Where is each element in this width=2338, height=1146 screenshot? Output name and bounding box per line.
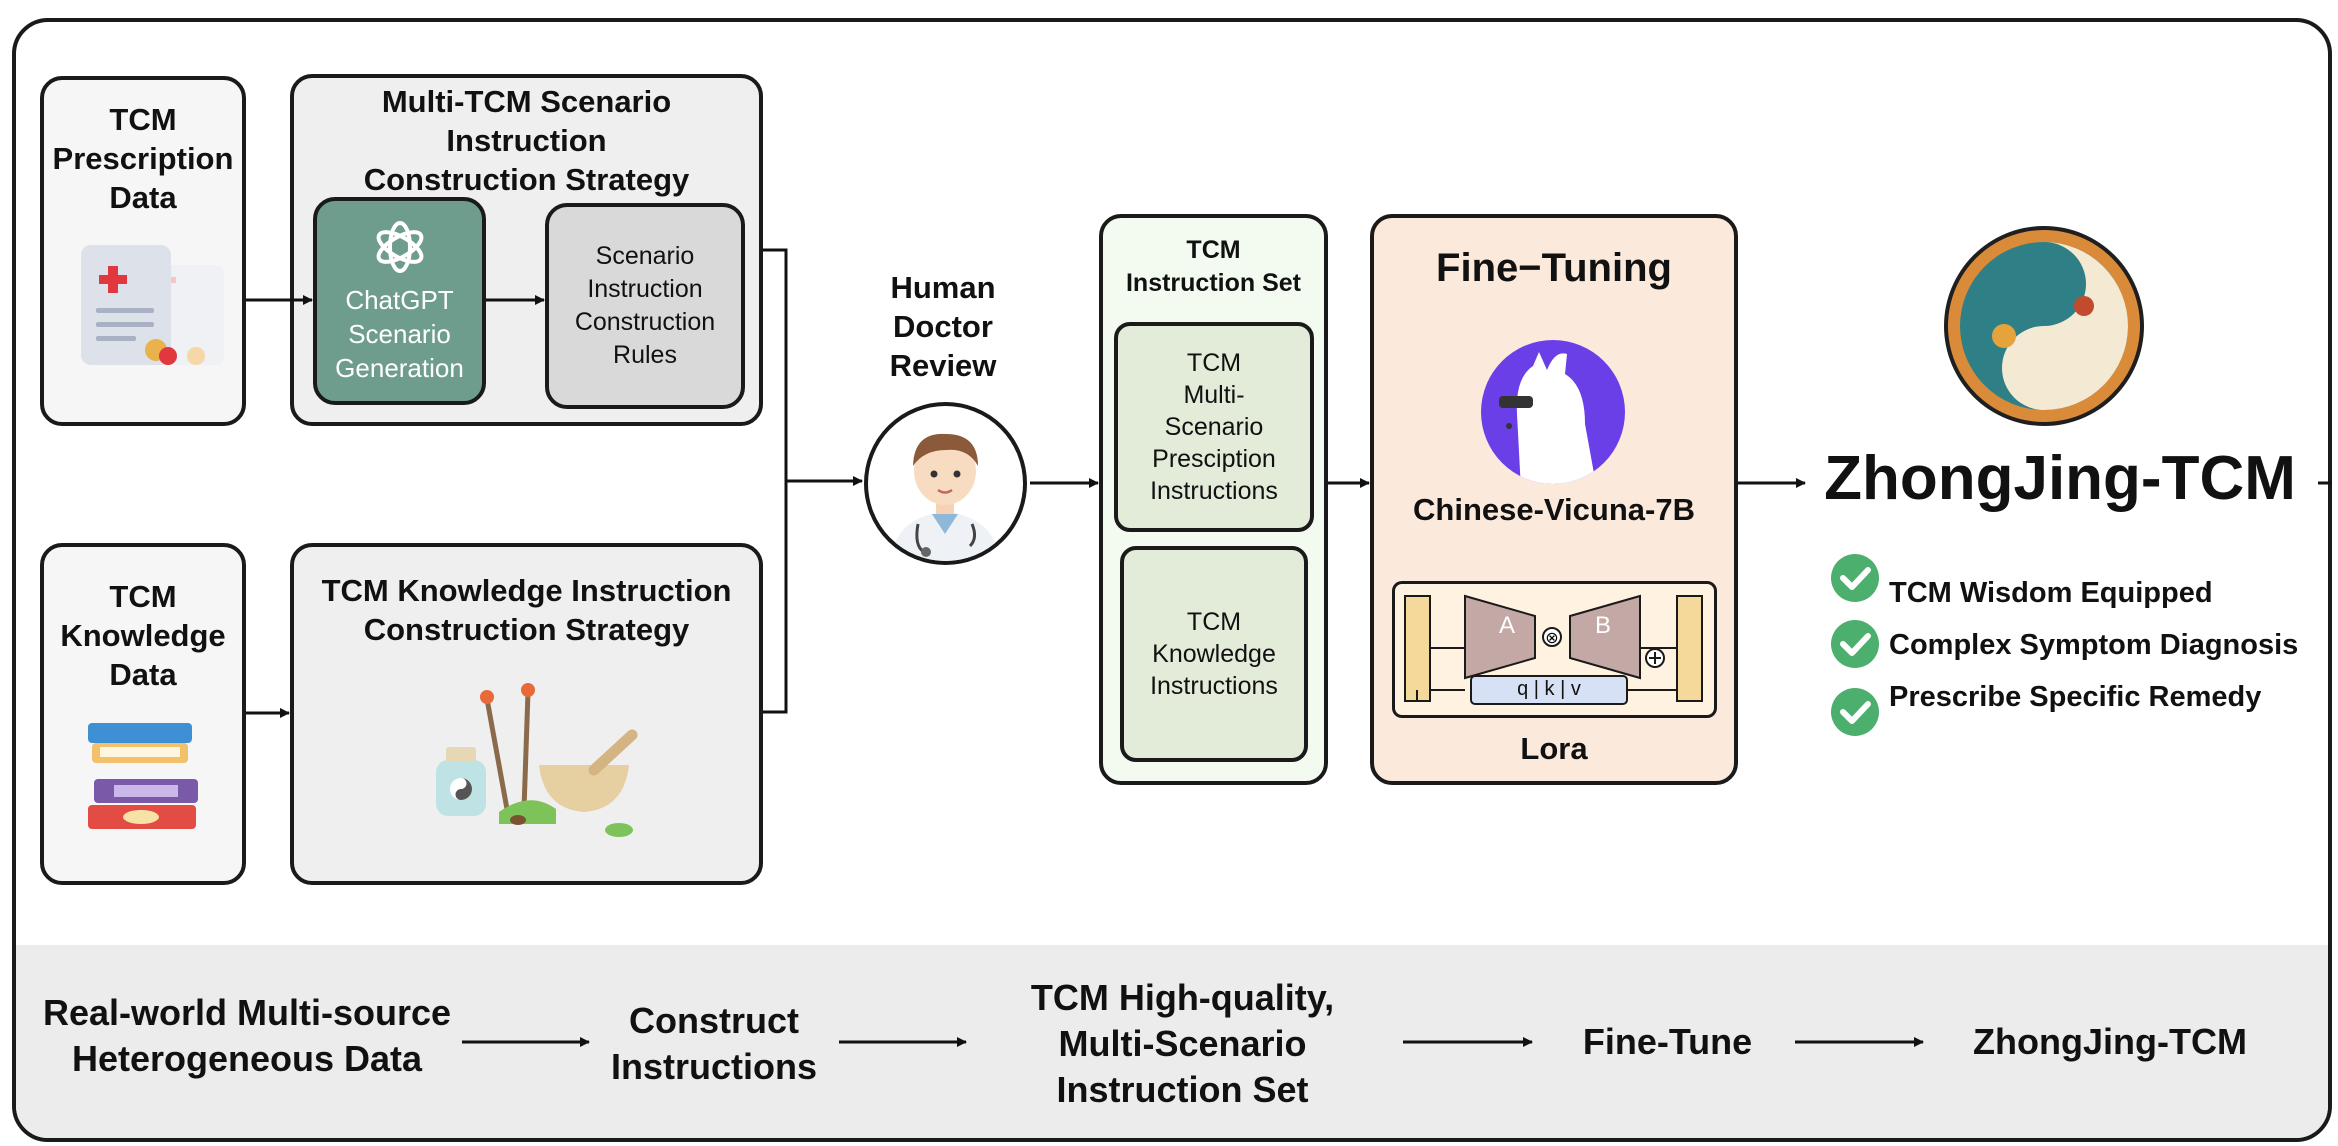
lora-diagram: ⊗ A B q | k | v xyxy=(1392,581,1717,718)
feature-label: Complex Symptom Diagnosis xyxy=(1889,629,2299,661)
pipeline-step-construct: Construct Instructions xyxy=(584,998,844,1090)
doctor-review-label: Human Doctor Review xyxy=(843,268,1043,385)
herbal-medicine-icon xyxy=(436,683,638,837)
pipeline-step3-line1: TCM High-quality, xyxy=(1030,977,1335,1018)
prescription-instr-line1: TCM xyxy=(1186,349,1242,377)
scenario-strategy-title-line2: Instruction xyxy=(446,123,607,158)
pipeline-step2-line2: Instructions xyxy=(610,1046,817,1087)
diagram-frame xyxy=(12,18,2332,1142)
doctor-review-line1: Human xyxy=(890,270,996,305)
svg-text:⊗: ⊗ xyxy=(1545,628,1558,647)
books-icon xyxy=(88,723,198,829)
prescription-instructions-box: TCM Multi- Scenario Presciption Instruct… xyxy=(1114,322,1314,532)
knowledge-data-line2: Knowledge xyxy=(60,618,226,653)
feature-label: TCM Wisdom Equipped xyxy=(1889,577,2213,609)
feature-item: Complex Symptom Diagnosis xyxy=(1830,619,2330,679)
pipeline-step3-line2: Multi-Scenario xyxy=(1058,1023,1307,1064)
knowledge-data-card: TCM Knowledge Data xyxy=(40,543,246,885)
knowledge-instr-line3: Instructions xyxy=(1150,672,1278,700)
pipeline-band xyxy=(16,945,2328,1138)
chatgpt-line2: Scenario xyxy=(348,319,451,349)
instruction-set-title-line2: Instruction Set xyxy=(1125,269,1301,297)
fine-tuning-title: Fine−Tuning xyxy=(1436,246,1672,290)
rules-line1: Scenario xyxy=(595,242,695,270)
pipeline-step1-line1: Real-world Multi-source xyxy=(42,992,452,1033)
pipeline-step-instruction-set: TCM High-quality, Multi-Scenario Instruc… xyxy=(970,975,1395,1113)
lora-adapter-icon: ⊗ xyxy=(1404,594,1703,705)
pipeline-step-result: ZhongJing-TCM xyxy=(1973,1021,2247,1062)
knowledge-strategy-title-line2: Construction Strategy xyxy=(363,612,690,647)
prescription-instr-line3: Scenario xyxy=(1164,413,1264,441)
lora-qkv-label: q | k | v xyxy=(1517,678,1581,700)
openai-logo-icon xyxy=(376,221,423,273)
knowledge-strategy-card: TCM Knowledge Instruction Construction S… xyxy=(290,543,763,885)
prescription-data-line3: Data xyxy=(109,180,177,215)
knowledge-data-line3: Data xyxy=(109,657,177,692)
scenario-strategy-title-line3: Construction Strategy xyxy=(363,162,690,197)
vicuna-logo xyxy=(1481,340,1625,484)
prescription-instr-line2: Multi- xyxy=(1183,381,1245,409)
knowledge-data-line1: TCM xyxy=(109,579,177,614)
zhongjing-logo xyxy=(1944,226,2144,426)
chatgpt-line1: ChatGPT xyxy=(345,285,454,315)
check-circle-icon xyxy=(1831,688,1879,736)
instruction-set-title-line1: TCM xyxy=(1186,236,1241,264)
rules-line3: Construction xyxy=(574,308,716,336)
check-circle-icon xyxy=(1831,620,1879,668)
lora-a-label: A xyxy=(1498,612,1515,639)
prescription-data-line1: TCM xyxy=(109,102,177,137)
doctor-avatar xyxy=(864,402,1027,565)
lora-b-label: B xyxy=(1594,612,1611,639)
check-circle-icon xyxy=(1831,554,1879,602)
knowledge-instr-line1: TCM xyxy=(1186,608,1242,636)
scenario-strategy-title-line1: Multi-TCM Scenario xyxy=(381,84,672,119)
feature-item: TCM Wisdom Equipped xyxy=(1830,553,2330,613)
model-name: Chinese-Vicuna-7B xyxy=(1413,492,1695,527)
doctor-icon xyxy=(890,433,1000,561)
feature-label: Prescribe Specific Remedy xyxy=(1889,681,2262,713)
knowledge-instr-line2: Knowledge xyxy=(1152,640,1276,668)
lora-label: Lora xyxy=(1520,731,1588,766)
rules-line2: Instruction xyxy=(587,275,703,303)
prescription-instr-line5: Instructions xyxy=(1150,477,1278,505)
doctor-review-line3: Review xyxy=(889,348,997,383)
doctor-review-line2: Doctor xyxy=(893,309,993,344)
yin-yang-logo-icon xyxy=(1948,230,2140,422)
chatgpt-line3: Generation xyxy=(335,353,464,383)
prescription-data-card: TCM Prescription Data xyxy=(40,76,246,426)
pipeline-step3-line3: Instruction Set xyxy=(1056,1069,1309,1110)
llama-icon xyxy=(1499,352,1596,484)
pipeline-step2-line1: Construct xyxy=(629,1000,799,1041)
feature-list: TCM Wisdom Equipped Complex Symptom Diag… xyxy=(1830,553,2330,743)
result-model-name: ZhongJing-TCM xyxy=(1824,444,2296,513)
prescription-document-icon xyxy=(81,245,224,365)
pipeline-step-data: Real-world Multi-source Heterogeneous Da… xyxy=(22,990,472,1082)
prescription-instr-line4: Presciption xyxy=(1152,445,1276,473)
chatgpt-scenario-generation-box: ChatGPT Scenario Generation xyxy=(313,197,486,405)
pipeline-step1-line2: Heterogeneous Data xyxy=(71,1038,423,1079)
scenario-rules-box: Scenario Instruction Construction Rules xyxy=(545,203,745,409)
rules-line4: Rules xyxy=(613,341,677,369)
pipeline-step-fine-tune: Fine-Tune xyxy=(1582,1021,1753,1062)
knowledge-instructions-box: TCM Knowledge Instructions xyxy=(1120,546,1308,762)
feature-item: Prescribe Specific Remedy xyxy=(1830,681,2330,747)
prescription-data-line2: Prescription xyxy=(52,141,234,176)
knowledge-strategy-title-line1: TCM Knowledge Instruction xyxy=(321,573,732,608)
